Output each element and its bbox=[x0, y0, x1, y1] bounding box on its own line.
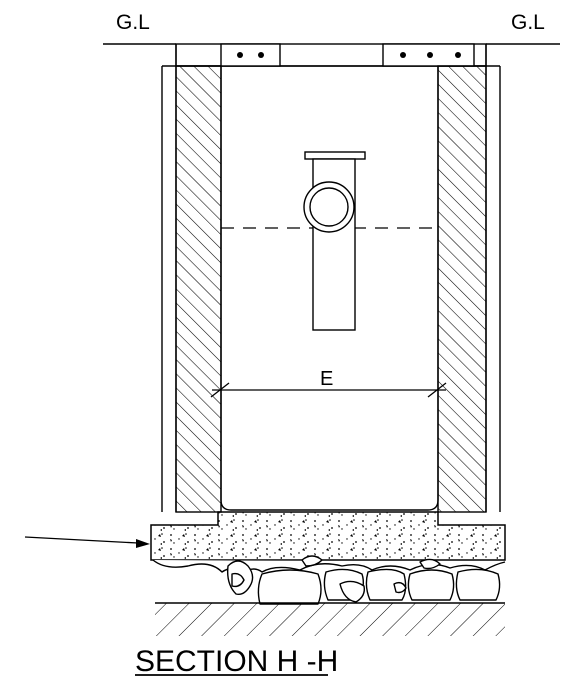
cover-slab-left bbox=[220, 43, 281, 67]
ground-level-label-right: G.L bbox=[511, 11, 545, 34]
right-wall bbox=[437, 65, 487, 513]
section-title: SECTION H -H bbox=[135, 645, 338, 678]
inner-chamber bbox=[220, 66, 439, 511]
ground-level-label-left: G.L bbox=[116, 11, 150, 34]
stone-soling bbox=[152, 555, 506, 605]
dimension-label: E bbox=[320, 368, 333, 390]
cover-slab-right bbox=[382, 43, 475, 67]
dimension-e bbox=[210, 382, 447, 398]
leader-arrow bbox=[24, 536, 150, 548]
valve-pipe bbox=[303, 151, 366, 331]
natural-ground bbox=[155, 602, 505, 646]
left-wall bbox=[175, 65, 222, 513]
base-slab bbox=[150, 511, 506, 561]
